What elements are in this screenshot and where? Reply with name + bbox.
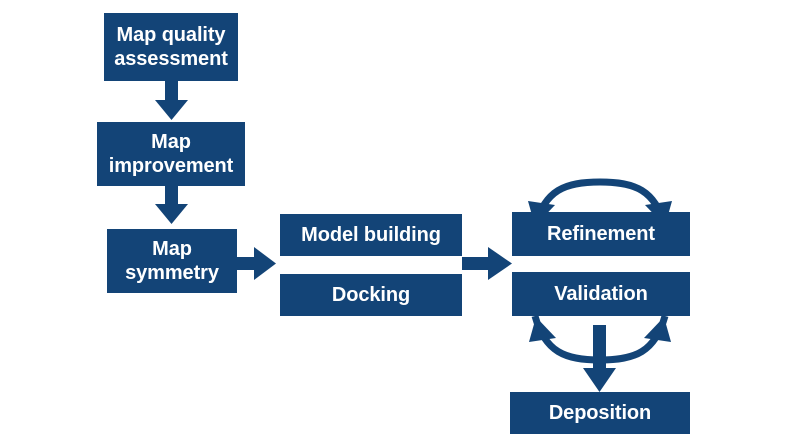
node-label-validation: Validation xyxy=(554,282,648,305)
node-validation[interactable]: Validation xyxy=(512,272,690,316)
node-label-map-improvement: Map improvement xyxy=(103,130,239,179)
node-deposition[interactable]: Deposition xyxy=(510,392,690,434)
node-line-2: improvement xyxy=(108,155,234,177)
arrow-quality-to-improvement xyxy=(155,80,188,120)
node-docking[interactable]: Docking xyxy=(280,274,462,316)
node-label-map-symmetry: Map symmetry xyxy=(113,237,231,286)
node-line-2: assessment xyxy=(114,48,228,70)
node-refinement[interactable]: Refinement xyxy=(512,212,690,256)
node-label-refinement: Refinement xyxy=(547,222,655,245)
node-label-map-quality-assessment: Map quality assessment xyxy=(110,23,232,72)
node-line-1: Map xyxy=(151,130,191,153)
node-map-quality-assessment[interactable]: Map quality assessment xyxy=(104,13,238,81)
node-model-building[interactable]: Model building xyxy=(280,214,462,256)
cycle-arc-bottom xyxy=(529,315,671,364)
arrow-symmetry-to-building xyxy=(236,247,276,280)
node-line-2: symmetry xyxy=(125,262,219,284)
node-line-1: Map quality xyxy=(116,23,226,46)
node-label-deposition: Deposition xyxy=(548,401,652,424)
arrow-building-to-refinement xyxy=(462,247,512,280)
node-label-model-building: Model building xyxy=(301,223,441,246)
node-label-docking: Docking xyxy=(331,283,411,306)
arrow-improvement-to-symmetry xyxy=(155,186,188,224)
node-map-symmetry[interactable]: Map symmetry xyxy=(107,229,237,293)
node-map-improvement[interactable]: Map improvement xyxy=(97,122,245,186)
node-line-1: Map xyxy=(152,237,192,260)
